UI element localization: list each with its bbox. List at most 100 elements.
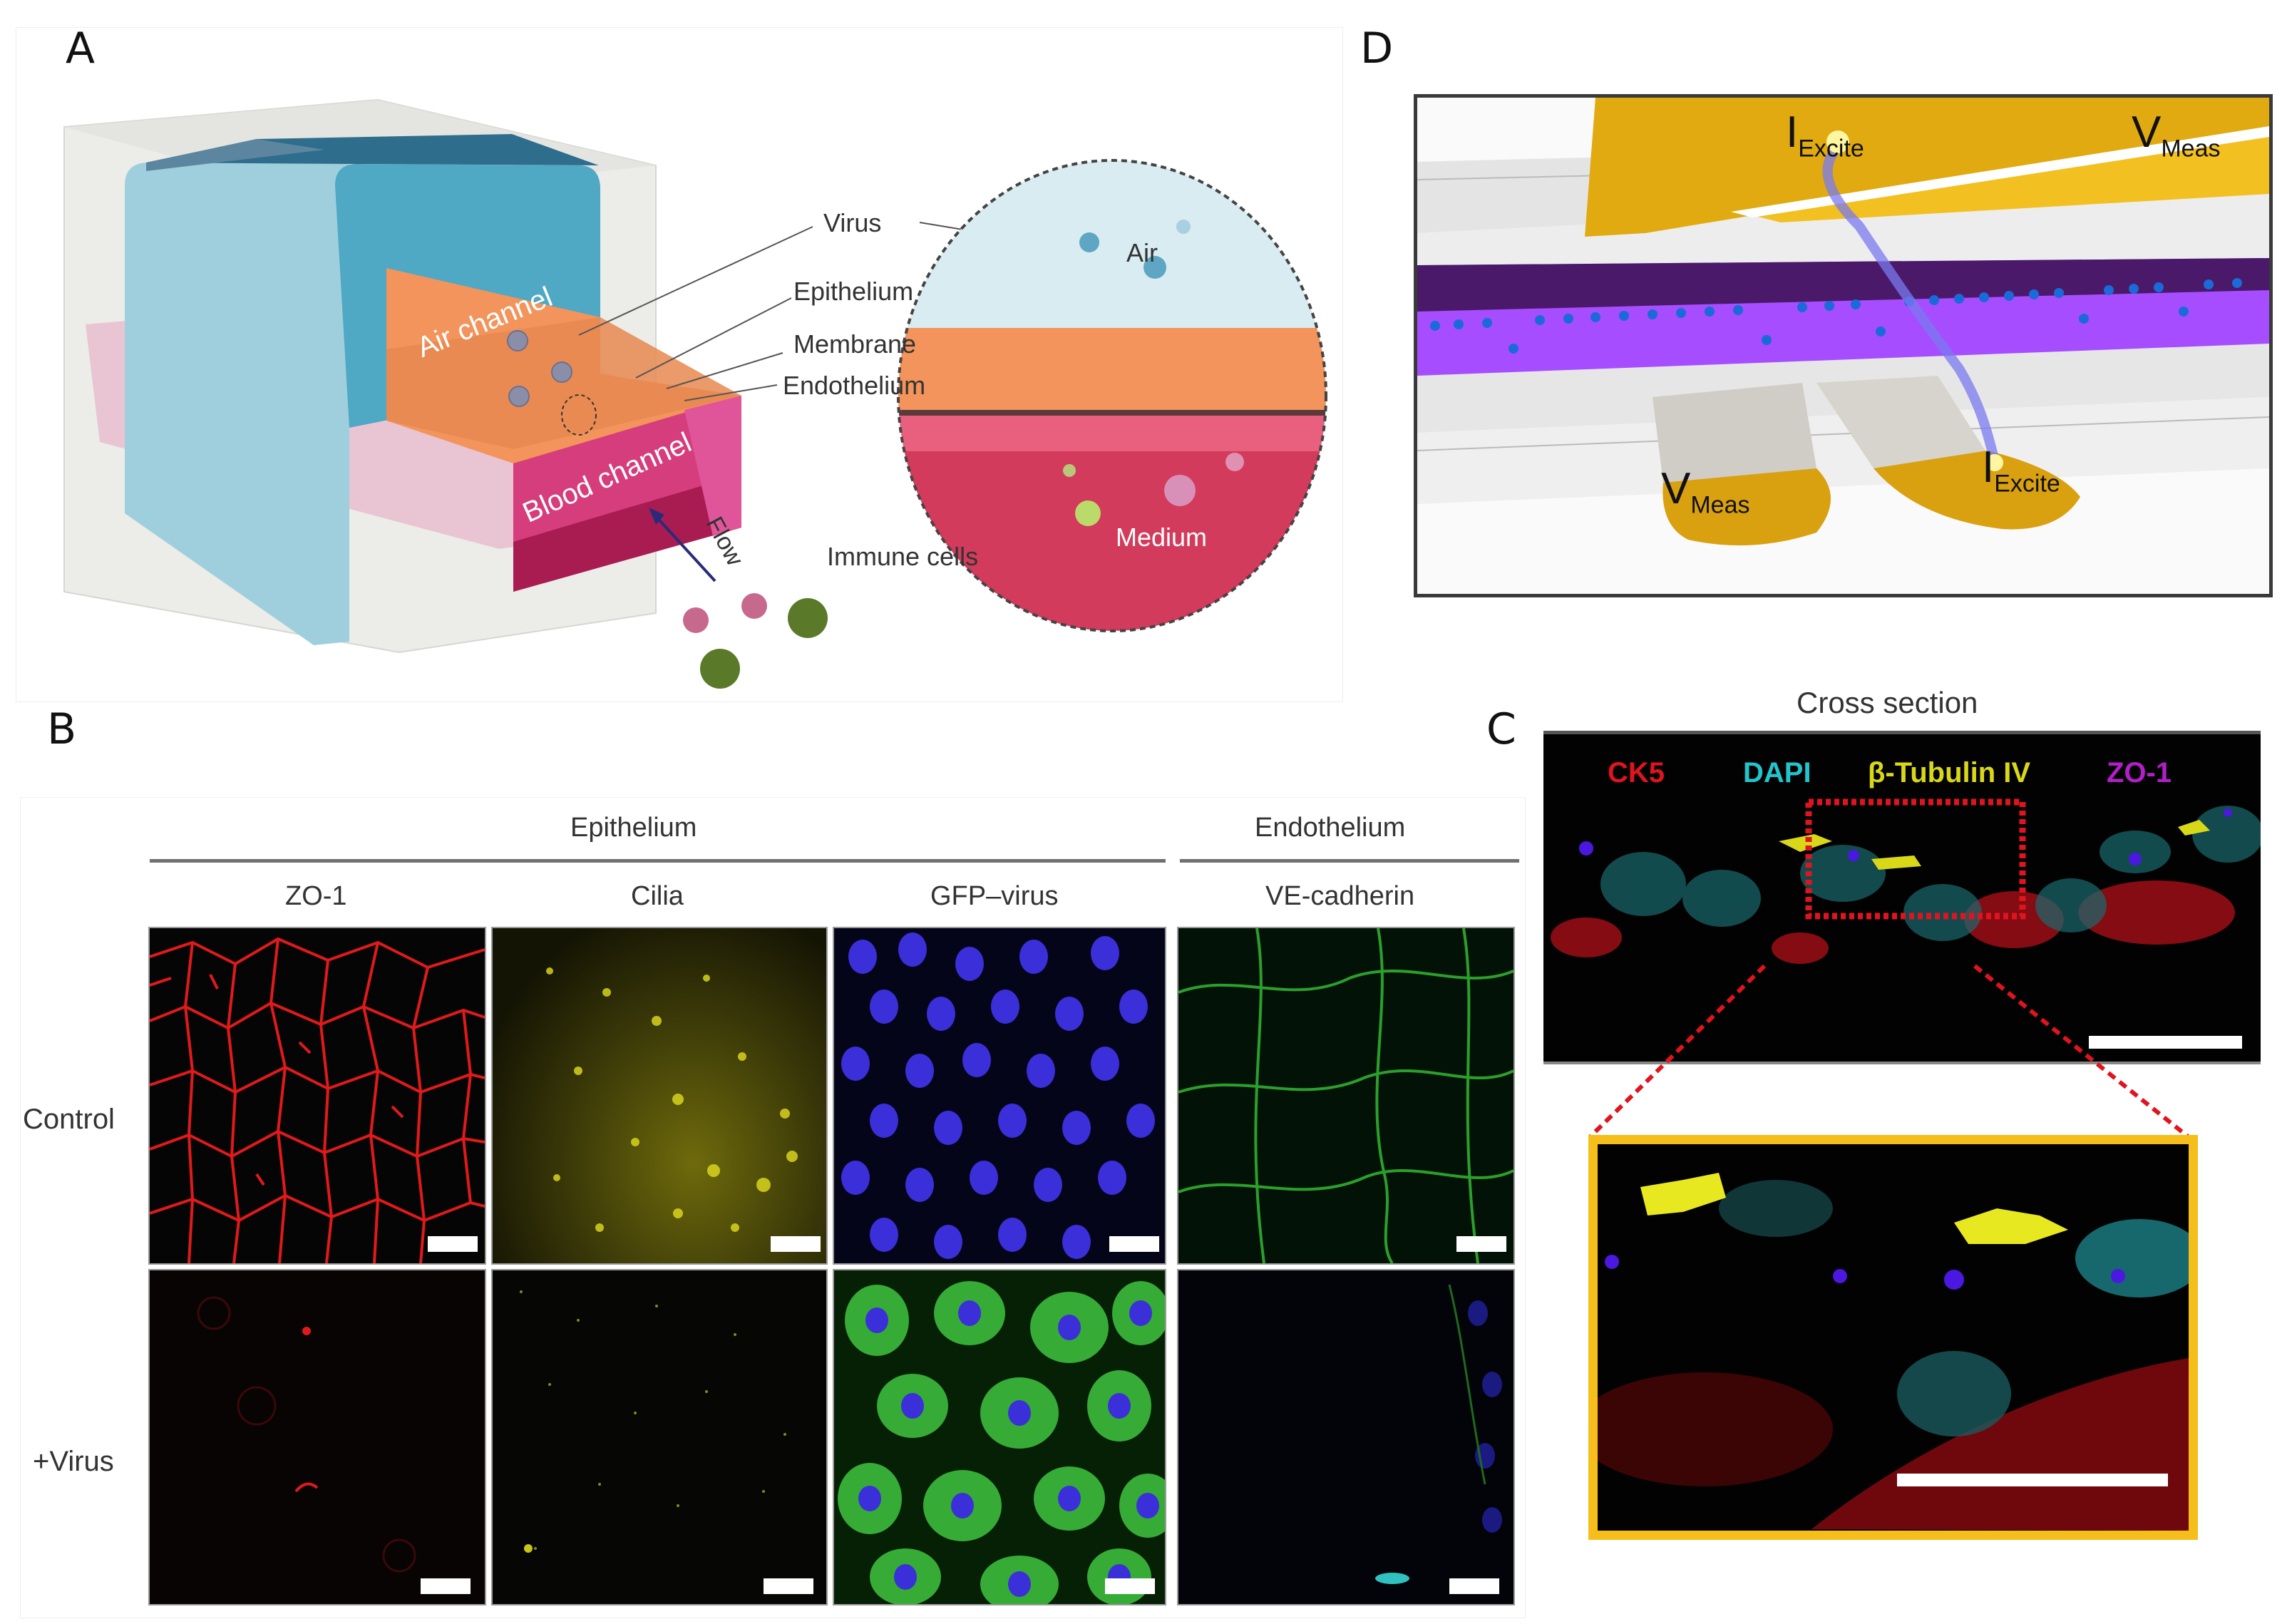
bottom-excite-label: IExcite xyxy=(1982,442,2060,498)
micrograph-control-gfp-virus xyxy=(833,927,1166,1265)
zo1-tight-junction-network xyxy=(150,937,485,1263)
bottom-meas-electrode xyxy=(1662,468,1831,545)
ve-cadherin-disrupted-signal xyxy=(1375,1284,1502,1584)
scale-bar xyxy=(1456,1236,1506,1252)
panel-c-letter: C xyxy=(1486,704,1516,754)
inset-scale-bar xyxy=(1897,1474,2168,1486)
current-path xyxy=(1822,144,2000,463)
top-excite-label: IExcite xyxy=(1786,107,1864,163)
zo1-disrupted-signal xyxy=(197,1296,416,1573)
cilia-sparse-signal xyxy=(520,1290,786,1553)
cross-section-signal xyxy=(1551,798,2261,964)
flow-arrow xyxy=(653,513,716,582)
micrograph-control-cilia xyxy=(491,927,828,1265)
dapi-nuclei xyxy=(841,932,1155,1259)
flow-arrowhead xyxy=(649,508,664,525)
column-header-gfp-virus: GFP–virus xyxy=(930,881,1059,911)
ve-cadherin-junctions xyxy=(1178,928,1513,1263)
epithelium-surface xyxy=(386,317,741,449)
panel-b-frame xyxy=(20,797,1526,1618)
virus-particle xyxy=(551,361,572,383)
scale-bar xyxy=(428,1236,478,1252)
zoomed-inset-micrograph xyxy=(1588,1135,2198,1540)
scale-bar xyxy=(421,1578,471,1594)
air-channel-block xyxy=(125,149,349,646)
group-header-epithelium: Epithelium xyxy=(570,813,697,843)
callout-line-virus xyxy=(578,226,813,336)
blood-channel-inner xyxy=(513,474,741,592)
blood-channel-side xyxy=(684,396,741,536)
bottom-meas-label: VMeas xyxy=(1661,463,1750,519)
legend-zo1: ZO-1 xyxy=(2107,757,2172,788)
cross-section-scale-bar xyxy=(2089,1036,2242,1049)
panel-a-letter: A xyxy=(66,24,96,73)
bottom-excite-subscript: Excite xyxy=(1994,470,2060,498)
callout-endothelium: Endothelium xyxy=(783,371,926,400)
micrograph-virus-gfp-virus xyxy=(833,1269,1166,1605)
top-excite-glow xyxy=(1826,130,1849,153)
micrograph-control-zo1 xyxy=(148,927,486,1265)
electrode-gap xyxy=(1731,126,2269,217)
top-excite-electrode xyxy=(1585,98,2269,237)
scale-bar xyxy=(1109,1236,1159,1252)
cross-section-title: Cross section xyxy=(1797,686,1978,719)
column-header-ve-cadherin: VE-cadherin xyxy=(1265,881,1415,911)
immune-cell xyxy=(700,649,740,689)
callout-line-epithelium xyxy=(635,297,792,379)
scale-bar xyxy=(1105,1578,1155,1594)
column-header-cilia: Cilia xyxy=(631,881,684,911)
bottom-excite-symbol: I xyxy=(1982,443,1995,492)
cilia-band xyxy=(1417,258,2269,312)
panel-d-letter: D xyxy=(1360,24,1394,73)
panel-b-letter: B xyxy=(47,704,77,754)
callout-virus: Virus xyxy=(823,208,882,237)
air-channel-top-left xyxy=(146,139,324,171)
bottom-meas-subscript: Meas xyxy=(1690,491,1750,519)
virus-particle xyxy=(507,330,528,351)
teer-diagram-svg xyxy=(1417,98,2269,545)
bottom-meas-symbol: V xyxy=(1661,464,1691,513)
inset-outline xyxy=(897,159,1327,632)
micrograph-virus-cilia xyxy=(491,1269,828,1605)
legend-ck5: CK5 xyxy=(1608,757,1665,788)
top-meas-symbol: V xyxy=(2132,108,2162,157)
zoomed-inset-signal xyxy=(1598,1173,2189,1531)
callout-immune-cells: Immune cells xyxy=(827,542,979,571)
zoom-region-marker xyxy=(561,394,597,436)
row-label-virus: +Virus xyxy=(33,1446,114,1477)
panel-a-frame xyxy=(16,27,1343,702)
group-header-endothelium: Endothelium xyxy=(1255,813,1406,843)
micrograph-virus-ve-cadherin xyxy=(1177,1269,1515,1605)
organ-chip-diagram xyxy=(63,98,1327,689)
immune-cell xyxy=(683,607,709,633)
bottom-excite-glow xyxy=(1986,454,2003,471)
zoom-region-box xyxy=(1805,798,2026,920)
callout-line-membrane xyxy=(666,352,783,389)
epithelium-underline xyxy=(150,859,1166,863)
legend-dapi: DAPI xyxy=(1743,757,1811,788)
bottom-excite-electrode xyxy=(1874,451,2080,530)
inset-label-medium: Medium xyxy=(1116,523,1208,552)
micrograph-virus-zo1 xyxy=(148,1269,486,1605)
magnified-inset xyxy=(898,160,1326,631)
gfp-infected-cells xyxy=(838,1281,1165,1604)
top-excite-subscript: Excite xyxy=(1798,135,1864,163)
scale-bar xyxy=(764,1578,813,1594)
cell-nuclei xyxy=(1430,278,2242,354)
immune-cell xyxy=(788,598,828,638)
inset-label-air: Air xyxy=(1126,238,1158,267)
virus-particle xyxy=(508,386,530,407)
legend-beta-tubulin: β-Tubulin IV xyxy=(1868,757,2031,788)
scale-bar xyxy=(1449,1578,1499,1594)
immune-cell xyxy=(741,593,767,619)
callout-membrane: Membrane xyxy=(793,329,917,359)
scale-bar xyxy=(771,1236,821,1252)
cilia-signal xyxy=(546,967,798,1232)
row-label-control: Control xyxy=(23,1104,115,1135)
callout-epithelium: Epithelium xyxy=(793,277,914,306)
top-excite-symbol: I xyxy=(1786,108,1799,157)
callout-line-endothelium xyxy=(684,384,778,401)
teer-electrode-diagram xyxy=(1414,94,2273,597)
endothelium-underline xyxy=(1180,859,1519,863)
micrograph-control-ve-cadherin xyxy=(1177,927,1515,1265)
